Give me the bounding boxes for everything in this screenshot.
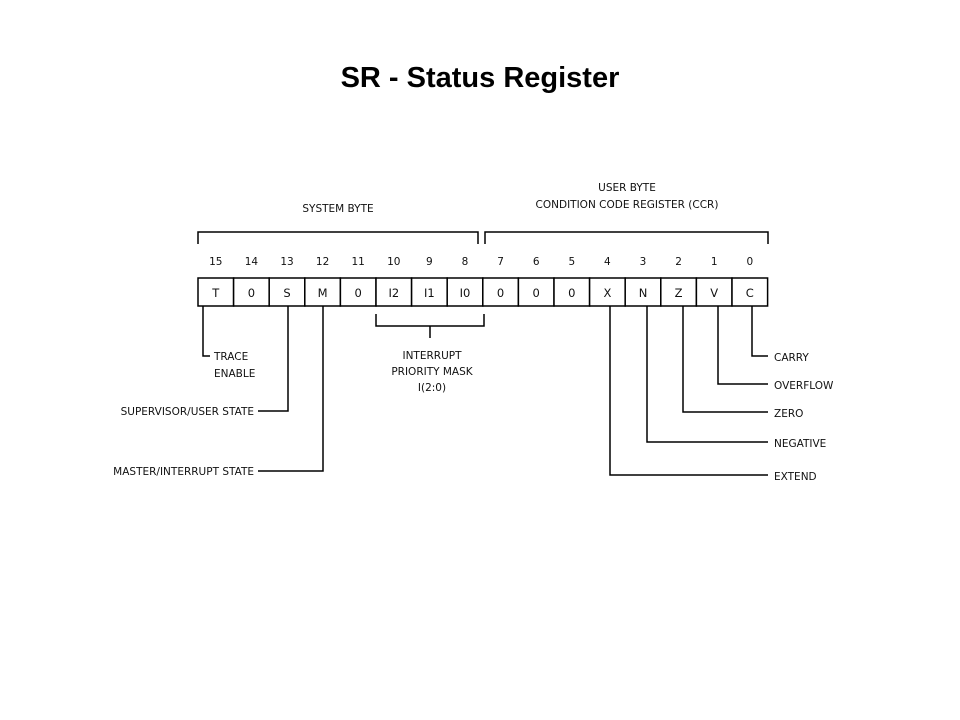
bit-flag: V xyxy=(710,286,718,300)
register-cell xyxy=(197,277,235,307)
register-cell xyxy=(624,277,662,307)
bit-flag: 0 xyxy=(355,286,362,300)
bit-flag: 0 xyxy=(497,286,504,300)
register-cell xyxy=(660,277,698,307)
register-cell xyxy=(553,277,591,307)
master-label: MASTER/INTERRUPT STATE xyxy=(113,466,254,478)
supervisor-label: SUPERVISOR/USER STATE xyxy=(121,406,254,418)
system-byte-bracket xyxy=(197,231,479,244)
bit-flag: 0 xyxy=(568,286,575,300)
register-cell xyxy=(695,277,733,307)
bit-number: 15 xyxy=(209,256,222,268)
bit-number: 1 xyxy=(711,256,718,268)
user-byte-label-line2: CONDITION CODE REGISTER (CCR) xyxy=(536,199,719,211)
negative-label: NEGATIVE xyxy=(774,438,826,450)
interrupt-mask-bracket xyxy=(375,314,485,338)
bit-flag: 0 xyxy=(533,286,540,300)
system-byte-label: SYSTEM BYTE xyxy=(302,203,373,215)
bit-number: 8 xyxy=(462,256,469,268)
register-cell xyxy=(232,277,270,307)
carry-label: CARRY xyxy=(774,352,809,364)
register-cell xyxy=(517,277,555,307)
extend-leader-line xyxy=(609,306,768,476)
bit-flag: T xyxy=(211,286,220,300)
bit-number: 9 xyxy=(426,256,433,268)
slide-title: SR - Status Register xyxy=(340,62,620,94)
carry-leader-line xyxy=(751,306,768,357)
register-cell xyxy=(268,277,306,307)
bit-number: 3 xyxy=(640,256,647,268)
user-byte-label-line1: USER BYTE xyxy=(598,182,656,194)
bit-number: 5 xyxy=(568,256,575,268)
bit-number: 6 xyxy=(533,256,540,268)
bit-flag: Z xyxy=(675,286,683,300)
bit-flag: S xyxy=(283,286,290,300)
master-leader-line xyxy=(258,306,324,472)
bit-flag: N xyxy=(639,286,648,300)
register-cell xyxy=(446,277,484,307)
extend-label: EXTEND xyxy=(774,471,817,483)
zero-label: ZERO xyxy=(774,408,803,420)
register-cells: T 0 S M 0 I2 I1 I0 0 0 0 X N Z V C xyxy=(197,277,769,307)
interrupt-label-line2: PRIORITY MASK xyxy=(391,366,473,378)
negative-leader-line xyxy=(646,306,768,443)
bit-flag: X xyxy=(603,286,611,300)
bit-flag: I1 xyxy=(424,286,435,300)
bit-flag: I0 xyxy=(460,286,471,300)
bit-number: 12 xyxy=(316,256,329,268)
bit-number: 7 xyxy=(497,256,504,268)
bit-number: 2 xyxy=(675,256,682,268)
interrupt-label-line3: I(2:0) xyxy=(418,382,446,394)
user-byte-bracket xyxy=(484,231,769,244)
bit-flag: C xyxy=(746,286,754,300)
register-cell xyxy=(375,277,413,307)
trace-label-line2: ENABLE xyxy=(214,368,255,380)
register-cell xyxy=(731,277,769,307)
trace-label-line1: TRACE xyxy=(213,351,248,363)
bit-number: 13 xyxy=(280,256,293,268)
bit-number: 0 xyxy=(746,256,753,268)
register-cell xyxy=(339,277,377,307)
bit-flag: I2 xyxy=(388,286,399,300)
interrupt-label-line1: INTERRUPT xyxy=(402,350,462,362)
bit-number: 14 xyxy=(245,256,259,268)
trace-leader-line xyxy=(202,306,210,357)
bit-flag: 0 xyxy=(248,286,255,300)
bit-number: 4 xyxy=(604,256,611,268)
overflow-leader-line xyxy=(717,306,768,385)
register-cell xyxy=(588,277,626,307)
bit-number: 11 xyxy=(352,256,365,268)
zero-leader-line xyxy=(682,306,768,413)
overflow-label: OVERFLOW xyxy=(774,380,834,392)
supervisor-leader-line xyxy=(258,306,289,412)
bit-flag: M xyxy=(318,286,328,300)
bit-number: 10 xyxy=(387,256,400,268)
